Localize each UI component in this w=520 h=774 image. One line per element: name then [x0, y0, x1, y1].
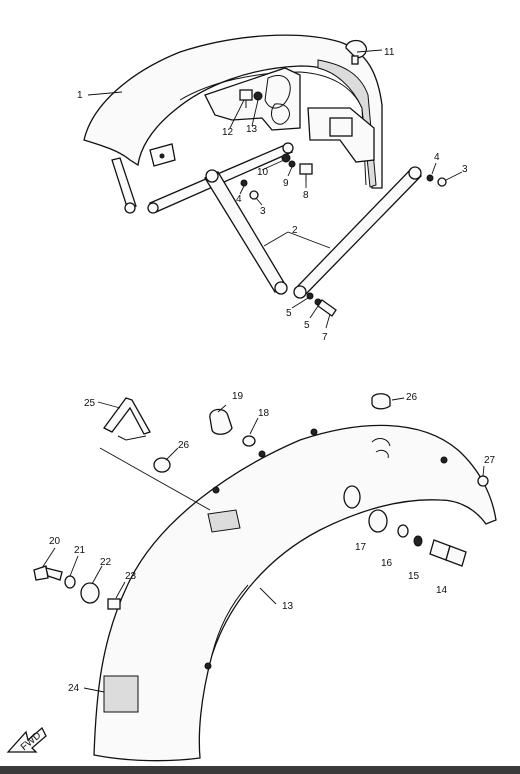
leg-bottom-hole	[274, 281, 288, 295]
callout-25: 25	[84, 398, 96, 409]
collar-23	[107, 598, 121, 610]
rear-fender	[93, 424, 497, 762]
callout-1: 1	[77, 90, 83, 101]
callout-11: 12	[222, 127, 234, 138]
front-stay-short	[111, 157, 137, 211]
washer-21	[64, 575, 76, 589]
front-leader-lines	[87, 49, 463, 329]
rear-grab-handle	[103, 397, 151, 435]
callout-26-left: 26	[178, 440, 190, 451]
bolt-14	[429, 539, 467, 567]
screw-3-right	[437, 177, 447, 187]
washer-15	[413, 535, 423, 547]
rear-fender-inner-edge	[211, 584, 249, 656]
rear-leader-lines	[41, 397, 485, 693]
fender-hole-2	[212, 486, 220, 494]
panel-cutout	[264, 75, 291, 109]
washer-8	[288, 160, 296, 168]
callout-5-left: 5	[286, 308, 292, 319]
fender-slot	[371, 438, 391, 459]
right-leg-bottom-hole	[293, 285, 307, 299]
fender-inner-edge	[179, 71, 367, 186]
fender-inner-liner	[317, 59, 377, 188]
callout-23: 23	[125, 571, 137, 582]
callout-17: 17	[355, 542, 367, 553]
grommet-22	[80, 582, 100, 604]
fender-hole-1	[343, 485, 361, 509]
fender-hole-6	[204, 662, 212, 670]
fender-hole-4	[310, 428, 318, 436]
callout-18: 18	[258, 408, 270, 419]
screw-3-left	[249, 190, 259, 200]
cap-26-left	[153, 457, 171, 473]
callout-5-bottom: 7	[322, 332, 328, 343]
panel-cutout-2	[271, 103, 290, 125]
bolt-7	[299, 163, 313, 182]
callout-2: 2	[292, 225, 298, 236]
rear-fender-assembly	[33, 393, 497, 762]
fender-hole-3	[258, 450, 266, 458]
cap-26-top	[371, 393, 391, 410]
handle-return	[117, 435, 147, 441]
tab-hole	[159, 153, 165, 159]
stay-end-hole	[124, 202, 136, 214]
washer-6	[306, 292, 314, 300]
callout-24: 24	[68, 683, 80, 694]
bolt-5-bottom	[317, 299, 337, 317]
rear-reflector	[103, 675, 139, 713]
cap-27	[477, 475, 489, 487]
crossbar-end-hole-2	[282, 142, 294, 154]
bracket-plate	[329, 117, 353, 137]
front-fender-assembly	[83, 34, 447, 317]
callout-20: 20	[49, 536, 61, 547]
bottom-scroll-bar	[0, 766, 520, 774]
crossbar-end-hole	[147, 202, 159, 214]
washer-4-left	[240, 179, 248, 187]
callout-7: 8	[303, 190, 309, 201]
callout-3-left: 3	[260, 206, 266, 217]
callout-3-right: 3	[462, 164, 468, 175]
callout-4-left: 4	[236, 194, 242, 205]
washer-16	[397, 524, 409, 538]
callout-4-bottom: 5	[304, 320, 310, 331]
leg-top-hole	[205, 169, 219, 183]
quick-release-knob	[345, 39, 368, 65]
forward-direction-arrow: FWD	[6, 726, 47, 753]
fender-stay-right-leg	[294, 169, 423, 297]
grommet-19	[209, 408, 233, 435]
callout-4-right: 4	[434, 152, 440, 163]
fender-pad	[207, 509, 241, 533]
callout-21: 21	[74, 545, 86, 556]
fender-hole-5	[440, 456, 448, 464]
callout-8: 9	[283, 178, 289, 189]
fender-stay-left-leg	[204, 171, 287, 293]
callout-13: 13	[282, 601, 294, 612]
callout-15: 15	[408, 571, 420, 582]
callout-10: 11	[384, 47, 395, 58]
right-leg-top-hole	[408, 166, 422, 180]
callout-14: 14	[436, 585, 448, 596]
bolt-11	[239, 89, 253, 108]
callout-19: 19	[232, 391, 244, 402]
washer-4-right	[426, 174, 434, 182]
bolt-20	[33, 565, 63, 581]
washer-18	[242, 435, 256, 447]
spacer-17	[368, 509, 388, 533]
callout-9: 10	[257, 167, 269, 178]
callout-12: 13	[246, 124, 258, 135]
nut-12	[253, 91, 263, 101]
callout-27: 27	[484, 455, 496, 466]
callout-22: 22	[100, 557, 112, 568]
callout-26-top: 26	[406, 392, 418, 403]
callout-16: 16	[381, 558, 393, 569]
